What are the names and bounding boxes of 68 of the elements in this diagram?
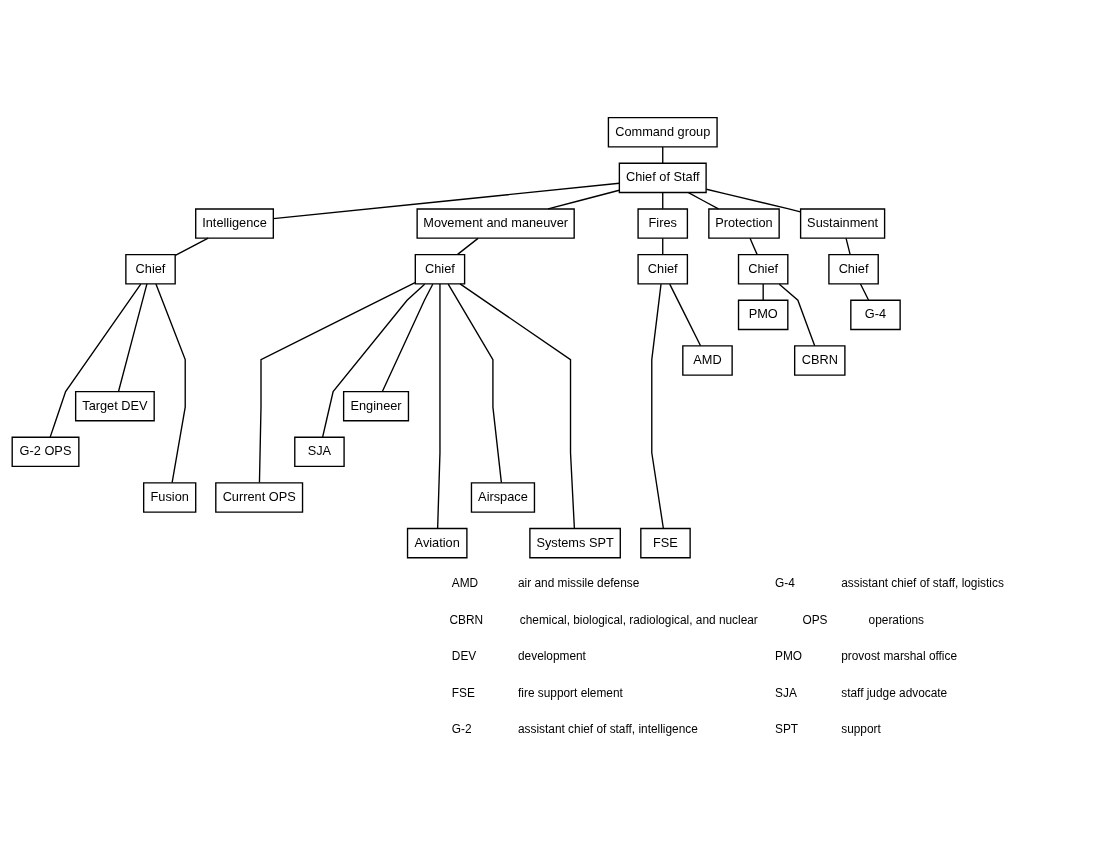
node-box: CBRN: [794, 344, 846, 376]
node-box: AMD: [682, 344, 733, 376]
connector: [381, 282, 434, 392]
connector: [321, 282, 426, 438]
node-box: Systems SPT: [529, 527, 621, 558]
node-box: Fusion: [143, 481, 197, 513]
node-box: Chief: [828, 253, 879, 284]
connector: [272, 182, 620, 219]
connector: [669, 282, 702, 346]
node-box: Chief of Staff: [618, 162, 707, 193]
connector: [174, 237, 209, 256]
label: fire support element: [518, 685, 623, 700]
label: operations: [868, 612, 925, 627]
node-box: Protection: [708, 207, 780, 239]
label: FSE: [451, 685, 475, 700]
connector: [117, 282, 148, 392]
connector: [547, 189, 620, 210]
label: air and missile defense: [518, 575, 640, 590]
node-box: Command group: [607, 116, 718, 148]
node-box: PMO: [737, 299, 789, 330]
label: G-4: [775, 575, 795, 590]
node-box: FSE: [640, 527, 691, 558]
label: G-2: [451, 721, 472, 736]
label: assistant chief of staff, logistics: [841, 575, 1004, 590]
node-box: Movement and maneuver: [416, 207, 575, 239]
node-box: Chief: [637, 253, 689, 284]
connector: [762, 282, 764, 301]
connector: [749, 237, 758, 255]
label: SPT: [775, 721, 799, 736]
connector: [687, 191, 720, 210]
connector: [447, 282, 503, 483]
connector: [456, 237, 479, 255]
label: AMD: [451, 575, 479, 590]
label: support: [841, 721, 881, 736]
connector: [258, 281, 416, 483]
connector: [845, 237, 851, 255]
node-box: SJA: [294, 436, 345, 467]
label: SJA: [775, 685, 797, 700]
connector: [155, 282, 186, 483]
node-box: Aviation: [406, 527, 468, 558]
node-box: Sustainment: [799, 207, 886, 239]
label: staff judge advocate: [841, 685, 948, 700]
connector: [436, 282, 441, 529]
label: CBRN: [449, 612, 484, 627]
node-box: Intelligence: [195, 207, 274, 239]
node-box: Chief: [737, 253, 789, 284]
connector: [651, 282, 665, 529]
label: OPS: [802, 612, 828, 627]
node-box: Chief: [414, 253, 466, 284]
label: development: [518, 648, 586, 663]
connector: [459, 282, 576, 529]
node-box: Fires: [637, 207, 689, 239]
node-box: Target DEV: [74, 390, 155, 421]
label: assistant chief of staff, intelligence: [518, 721, 698, 736]
node-box: Airspace: [470, 481, 536, 513]
label: PMO: [775, 648, 803, 663]
connector: [778, 282, 816, 347]
label: chemical, biological, radiological, and nuclear: [519, 612, 758, 627]
node-box: G-2 OPS: [11, 436, 80, 467]
label: DEV: [451, 648, 477, 663]
label: provost marshal office: [841, 648, 958, 663]
node-box: Chief: [125, 253, 176, 284]
connector: [705, 188, 802, 213]
connector: [49, 282, 142, 438]
node-box: Engineer: [342, 390, 410, 421]
connector: [859, 282, 870, 301]
node-box: Current OPS: [215, 481, 304, 513]
node-box: G-4: [850, 299, 901, 330]
